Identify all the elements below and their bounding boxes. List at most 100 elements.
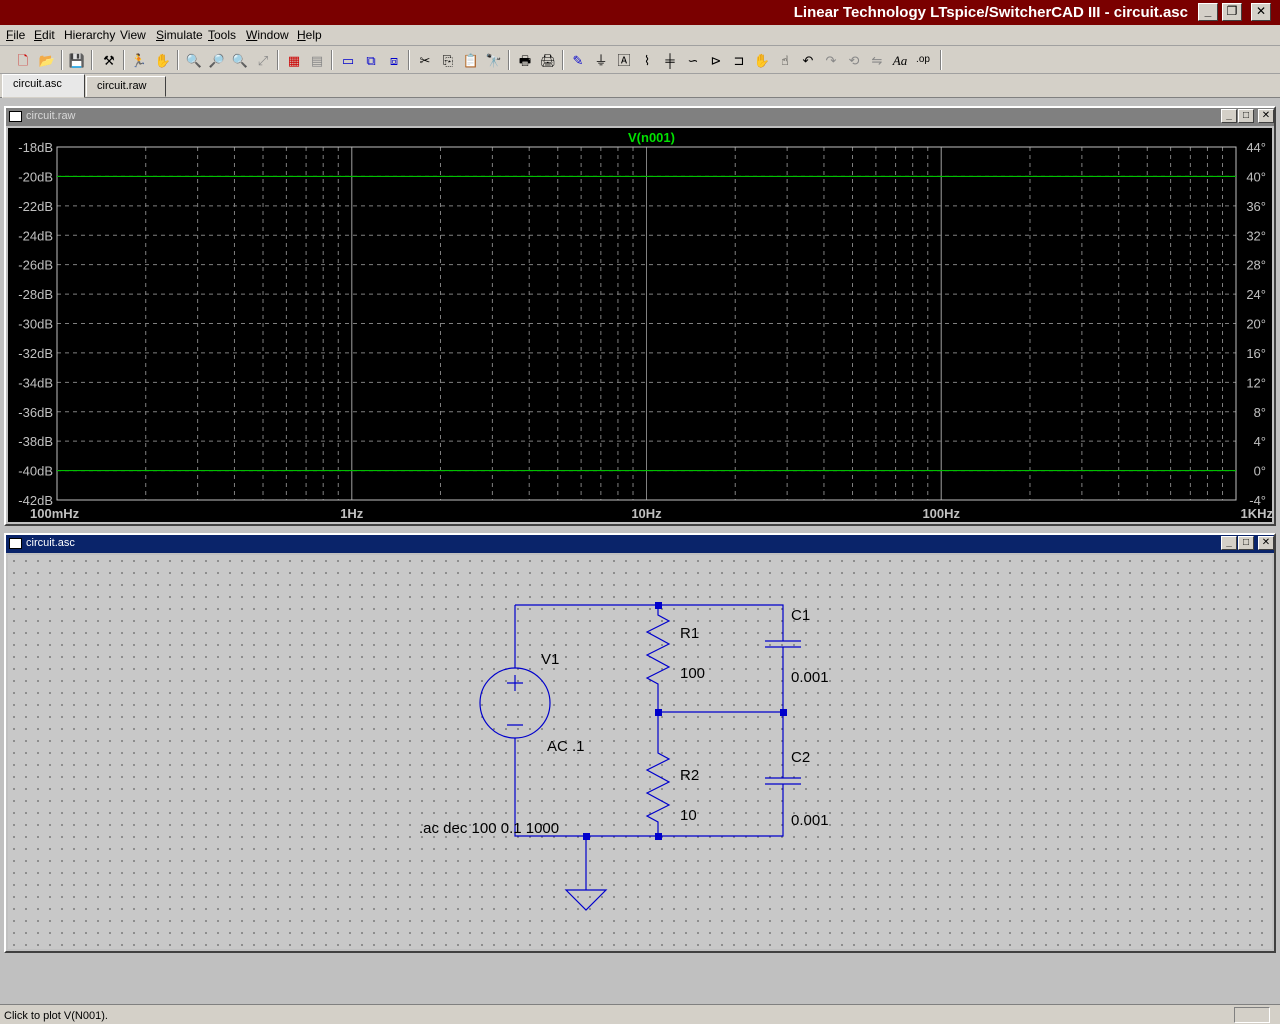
schematic-maximize-button[interactable]: □ bbox=[1238, 536, 1254, 550]
tab-label: circuit.raw bbox=[97, 80, 147, 92]
move-icon[interactable]: ✋ bbox=[753, 52, 771, 68]
schematic-drawing[interactable]: V1 AC .1 R1 100 R2 10 C1 0.001 C2 0.001 … bbox=[8, 555, 1272, 951]
y-right-tick-label: 32° bbox=[1246, 228, 1266, 243]
y-right-tick-label: -4° bbox=[1249, 493, 1266, 508]
schematic-close-button[interactable]: ✕ bbox=[1258, 536, 1274, 550]
y-right-tick-label: 20° bbox=[1246, 317, 1266, 332]
r1-value-label[interactable]: 100 bbox=[680, 665, 705, 682]
c2-value-label[interactable]: 0.001 bbox=[791, 812, 829, 829]
cascade-icon[interactable]: ⧉ bbox=[366, 52, 376, 68]
mdi-background bbox=[0, 955, 1280, 1004]
close-button[interactable]: ✕ bbox=[1251, 3, 1271, 21]
minimize-button[interactable]: _ bbox=[1198, 3, 1218, 21]
wire-middle[interactable] bbox=[658, 647, 784, 713]
label-net-icon[interactable]: 🄰 bbox=[617, 52, 631, 68]
menu-tools[interactable]: Tools bbox=[208, 28, 237, 42]
ground-icon[interactable]: ⏚ bbox=[594, 52, 608, 68]
capacitor-icon[interactable]: ╪ bbox=[665, 52, 675, 68]
copy-icon[interactable]: ⎘ bbox=[442, 52, 454, 68]
draw-wire-icon[interactable]: ✎ bbox=[572, 52, 584, 68]
print-icon[interactable]: 🖨 bbox=[539, 52, 557, 68]
paste-icon[interactable]: 📋 bbox=[462, 52, 480, 68]
redo-icon[interactable]: ↷ bbox=[825, 52, 837, 68]
find-icon[interactable]: 🔭 bbox=[485, 52, 503, 68]
y-right-tick-label: 0° bbox=[1254, 464, 1266, 479]
schematic-window: circuit.asc _ □ ✕ bbox=[4, 533, 1276, 953]
halt-icon[interactable]: ✋ bbox=[154, 52, 172, 68]
resistor-icon[interactable]: ⌇ bbox=[643, 52, 651, 68]
drag-icon[interactable]: ☝ bbox=[781, 52, 789, 68]
r1-name-label[interactable]: R1 bbox=[680, 625, 699, 642]
tab-label: circuit.asc bbox=[13, 78, 62, 90]
voltage-source-v1[interactable] bbox=[479, 667, 551, 739]
x-tick-label: 100mHz bbox=[30, 506, 80, 521]
ground-symbol[interactable] bbox=[564, 836, 608, 911]
wire-top[interactable] bbox=[515, 604, 784, 641]
schematic-canvas[interactable]: V1 AC .1 R1 100 R2 10 C1 0.001 C2 0.001 … bbox=[8, 555, 1272, 949]
resistor-r2[interactable] bbox=[645, 712, 671, 836]
y-left-tick-label: -40dB bbox=[18, 464, 53, 479]
save-icon[interactable]: 💾 bbox=[68, 52, 86, 68]
plot-maximize-button[interactable]: □ bbox=[1238, 109, 1254, 123]
tab-circuit-raw[interactable]: circuit.raw bbox=[86, 76, 166, 97]
waveform-chart[interactable]: -18dB-20dB-22dB-24dB-26dB-28dB-30dB-32dB… bbox=[8, 128, 1273, 524]
zoom-out-icon[interactable]: 🔍 bbox=[231, 52, 249, 68]
separator bbox=[177, 50, 179, 70]
separator bbox=[331, 50, 333, 70]
menu-window[interactable]: Window bbox=[246, 28, 289, 42]
c2-name-label[interactable]: C2 bbox=[791, 749, 810, 766]
schematic-doc-icon bbox=[9, 538, 22, 549]
junction-mid-left bbox=[655, 709, 662, 716]
v1-name-label[interactable]: V1 bbox=[541, 651, 559, 668]
component-icon[interactable]: ⊐ bbox=[733, 52, 745, 68]
y-right-tick-label: 12° bbox=[1246, 375, 1266, 390]
open-icon[interactable]: 📂 bbox=[38, 52, 56, 68]
menu-edit[interactable]: Edit bbox=[34, 28, 55, 42]
c1-value-label[interactable]: 0.001 bbox=[791, 669, 829, 686]
menu-hierarchy[interactable]: Hierarchy bbox=[64, 28, 116, 42]
plot-minimize-button[interactable]: _ bbox=[1221, 109, 1237, 123]
tile-vertical-icon[interactable]: ⧈ bbox=[389, 52, 399, 68]
menu-simulate[interactable]: Simulate bbox=[156, 28, 203, 42]
inductor-icon[interactable]: ∽ bbox=[687, 52, 699, 68]
y-right-tick-label: 4° bbox=[1254, 434, 1266, 449]
menu-file[interactable]: File bbox=[6, 28, 26, 42]
capacitor-c2[interactable] bbox=[765, 712, 801, 790]
restore-button[interactable]: ❐ bbox=[1222, 3, 1242, 21]
pan-icon[interactable]: 🔎 bbox=[208, 52, 226, 68]
tab-circuit-asc[interactable]: circuit.asc bbox=[2, 74, 85, 98]
tile-horizontal-icon[interactable]: ▭ bbox=[341, 52, 355, 68]
text-icon[interactable]: Aa bbox=[892, 52, 908, 68]
junction-top bbox=[655, 602, 662, 609]
y-left-tick-label: -34dB bbox=[18, 375, 53, 390]
schematic-minimize-button[interactable]: _ bbox=[1221, 536, 1237, 550]
spice-directive[interactable]: .ac dec 100 0.1 1000 bbox=[419, 820, 559, 837]
print-setup-icon[interactable]: 🖶 bbox=[518, 52, 532, 68]
r2-value-label[interactable]: 10 bbox=[680, 807, 697, 824]
y-left-tick-label: -42dB bbox=[18, 493, 53, 508]
plot-close-button[interactable]: ✕ bbox=[1258, 109, 1274, 123]
zoom-in-icon[interactable]: 🔍 bbox=[185, 52, 203, 68]
undo-icon[interactable]: ↶ bbox=[802, 52, 814, 68]
control-panel-icon[interactable]: ⚒ bbox=[103, 52, 115, 68]
autorange-icon[interactable]: ▦ bbox=[287, 52, 301, 68]
spice-directive-icon[interactable]: .op bbox=[916, 54, 930, 65]
menu-view[interactable]: View bbox=[120, 28, 146, 42]
rotate-icon[interactable]: ⟲ bbox=[848, 52, 860, 68]
waveform-plot[interactable]: -18dB-20dB-22dB-24dB-26dB-28dB-30dB-32dB… bbox=[8, 128, 1273, 524]
new-schematic-icon[interactable]: 🗋 bbox=[17, 52, 29, 68]
menu-help[interactable]: Help bbox=[297, 28, 322, 42]
capacitor-c1[interactable] bbox=[765, 640, 801, 648]
v1-value-label[interactable]: AC .1 bbox=[547, 738, 585, 755]
cut-icon[interactable]: ✂ bbox=[419, 52, 431, 68]
r2-name-label[interactable]: R2 bbox=[680, 767, 699, 784]
resistor-r1[interactable] bbox=[645, 605, 671, 712]
run-icon[interactable]: 🏃 bbox=[130, 52, 148, 68]
plot-settings-icon[interactable]: ▤ bbox=[310, 52, 324, 68]
wire-bottom[interactable] bbox=[514, 738, 784, 837]
zoom-fit-icon[interactable]: ⤢ bbox=[257, 52, 269, 68]
mirror-icon[interactable]: ⇋ bbox=[871, 52, 883, 68]
diode-icon[interactable]: ⊳ bbox=[710, 52, 722, 68]
y-left-tick-label: -38dB bbox=[18, 434, 53, 449]
c1-name-label[interactable]: C1 bbox=[791, 607, 810, 624]
